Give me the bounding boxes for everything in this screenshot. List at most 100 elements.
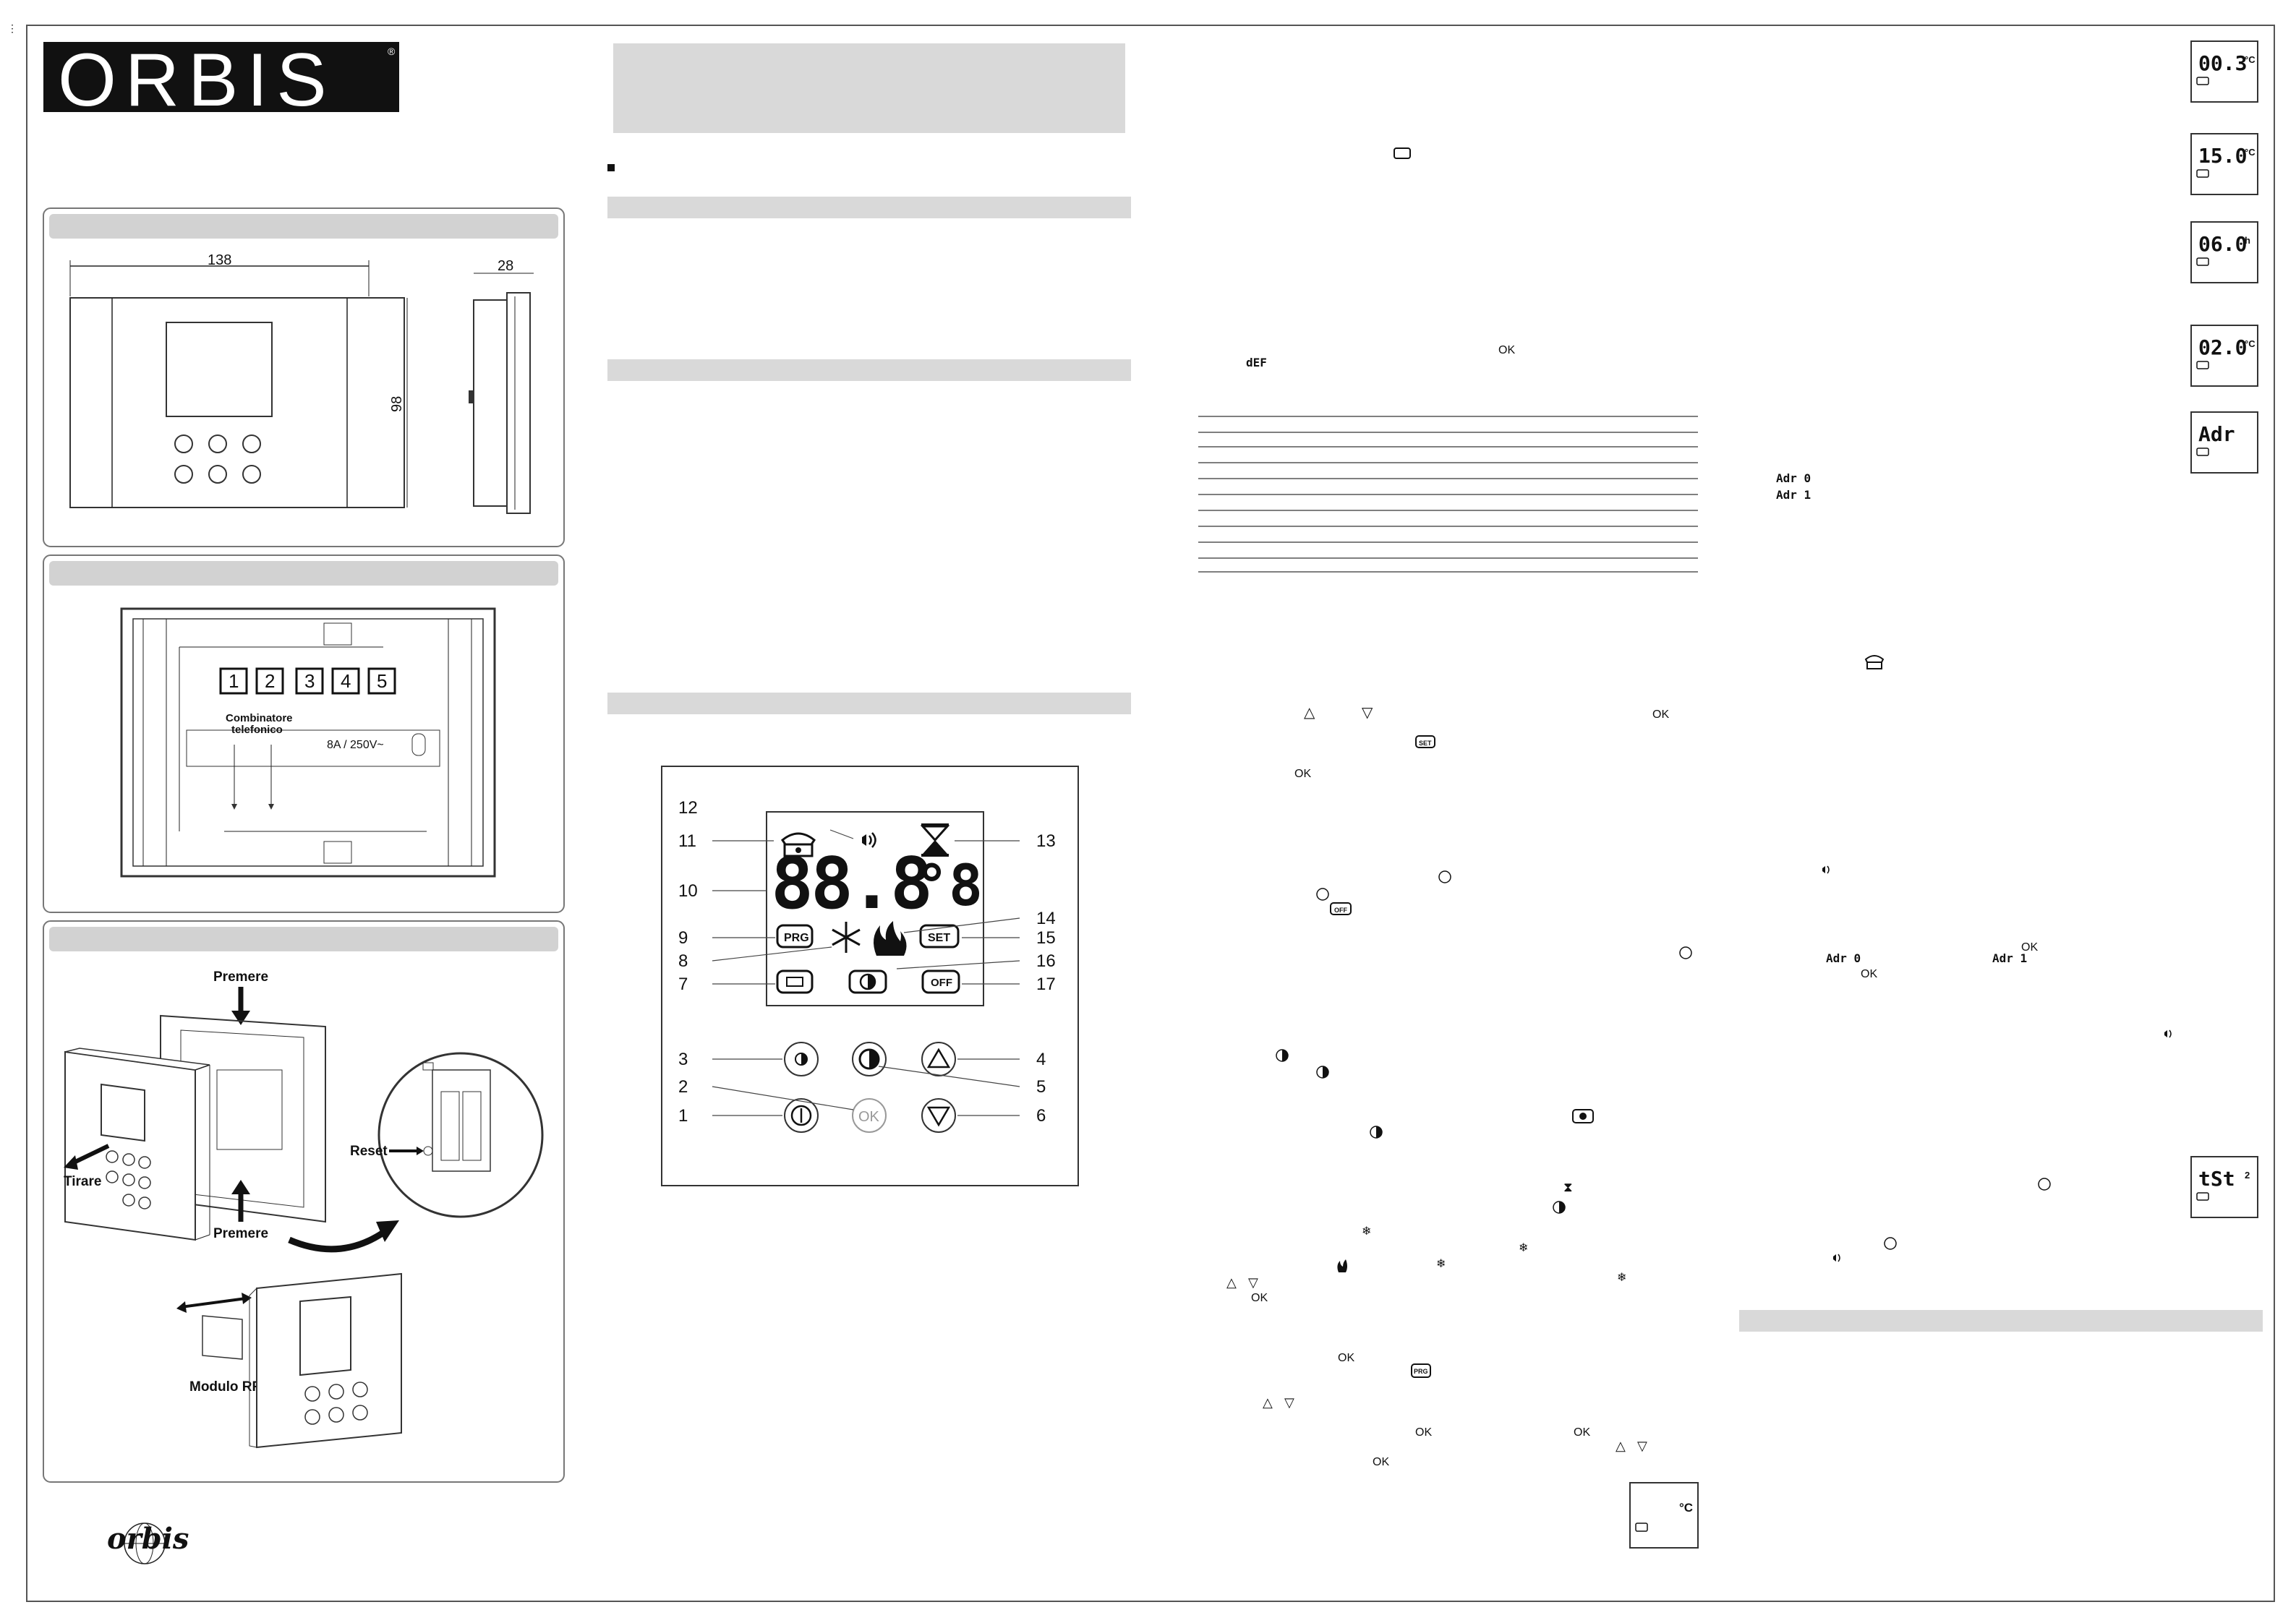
svg-text:PRG: PRG xyxy=(784,932,809,944)
snowflake-small-icon: ❄ xyxy=(1617,1272,1626,1284)
svg-text:SET: SET xyxy=(928,932,950,944)
power-icon xyxy=(1316,888,1329,901)
svg-text:OK: OK xyxy=(1652,708,1669,721)
svg-text:®: ® xyxy=(388,46,396,57)
callout-14: 14 xyxy=(1036,909,1056,928)
off-icon xyxy=(921,969,960,994)
night-icon xyxy=(848,969,887,994)
figure-installation: Premere Tirare Premere Reset xyxy=(43,920,565,1483)
figure-dimensions: 138 98 28 xyxy=(43,207,565,547)
power-button-icon xyxy=(784,1098,819,1133)
svg-text:OK: OK xyxy=(2021,941,2038,954)
snowflake-small-icon: ❄ xyxy=(1436,1258,1446,1270)
section-bar-1 xyxy=(607,197,1131,218)
svg-text:PRG: PRG xyxy=(1414,1368,1428,1375)
svg-text:00.3: 00.3 xyxy=(2198,51,2247,75)
svg-text:▽: ▽ xyxy=(1362,705,1373,721)
svg-text:Adr 0: Adr 0 xyxy=(1776,471,1811,485)
keypad-button-icon xyxy=(122,1194,135,1207)
power-icon xyxy=(2038,1178,2051,1191)
keypad-button-icon xyxy=(138,1196,151,1209)
keypad-button-icon xyxy=(106,1170,119,1183)
battery-icon xyxy=(1394,147,1411,159)
terminal-4 xyxy=(331,667,360,695)
moon-small-icon xyxy=(1370,1126,1383,1139)
svg-text:°C: °C xyxy=(2245,338,2256,349)
svg-text:Adr 0: Adr 0 xyxy=(1826,951,1861,965)
callout-6: 6 xyxy=(1036,1106,1046,1126)
keypad-button-icon xyxy=(106,1150,119,1163)
svg-text:8A / 250V~: 8A / 250V~ xyxy=(327,739,384,751)
svg-text:06.0: 06.0 xyxy=(2198,232,2247,256)
svg-text:SET: SET xyxy=(1419,740,1432,747)
comfort-button-icon xyxy=(784,1042,819,1076)
svg-text:Modulo RF: Modulo RF xyxy=(189,1379,260,1395)
terminal-label: 3 xyxy=(304,670,315,692)
hourglass-small-icon: ⧗ xyxy=(1563,1180,1573,1194)
svg-text:2: 2 xyxy=(2245,1170,2250,1181)
svg-text:▽: ▽ xyxy=(1248,1275,1258,1290)
flame-icon xyxy=(874,921,907,956)
svg-text:ORBIS: ORBIS xyxy=(58,38,336,122)
control-panel-diagram: 88.8 °8 PRG SET OFF xyxy=(661,766,1079,1186)
svg-text:OK: OK xyxy=(1294,768,1311,780)
orbis-footer-logo: orbis xyxy=(107,1522,189,1564)
terminal-1 xyxy=(219,667,248,695)
column-4: Adr 0 Adr 1 OK Adr 0 Adr 1 OK xyxy=(1739,471,2263,1332)
section-bar-2 xyxy=(607,359,1131,381)
callout-7: 7 xyxy=(678,975,688,994)
keypad-button-icon xyxy=(304,1386,320,1402)
svg-text:△: △ xyxy=(1226,1275,1237,1290)
keypad-button-icon xyxy=(122,1173,135,1186)
snowflake-icon xyxy=(832,922,861,953)
lcd-mini-display: 00.3°C xyxy=(2190,40,2258,103)
battery-icon xyxy=(776,969,814,994)
keypad-button-icon xyxy=(304,1409,320,1425)
power-icon xyxy=(1438,870,1451,883)
svg-text:OK: OK xyxy=(858,1109,880,1125)
svg-text:Premere: Premere xyxy=(213,1226,268,1241)
moon-small-icon xyxy=(1553,1201,1566,1214)
section-bar-3 xyxy=(607,693,1131,714)
callout-10: 10 xyxy=(678,881,698,901)
svg-text:OK: OK xyxy=(1498,344,1515,356)
svg-text:°C: °C xyxy=(2245,54,2256,65)
svg-text:tSt: tSt xyxy=(2198,1167,2235,1191)
lcd-mini-display: tSt 2 xyxy=(2190,1156,2258,1218)
svg-text:△: △ xyxy=(1263,1395,1273,1410)
keypad-button-icon xyxy=(174,434,193,453)
svg-text:OK: OK xyxy=(1251,1292,1268,1304)
radio-signal-icon xyxy=(862,832,876,848)
callout-4: 4 xyxy=(1036,1050,1046,1069)
bullet-square xyxy=(607,164,615,171)
lcd-mini-display: Adr xyxy=(2190,411,2258,474)
svg-text:Adr 1: Adr 1 xyxy=(1776,488,1811,502)
keypad-button-icon xyxy=(138,1156,151,1169)
moon-button-icon xyxy=(852,1042,887,1076)
svg-text:OK: OK xyxy=(1415,1426,1432,1439)
svg-text:Tirare: Tirare xyxy=(64,1174,101,1189)
phone-icon xyxy=(780,832,816,857)
orbis-logo: ORBIS ® xyxy=(43,38,399,122)
svg-text:orbis: orbis xyxy=(107,1522,189,1556)
svg-text:dEF: dEF xyxy=(1246,356,1267,369)
snowflake-small-icon: ❄ xyxy=(1519,1242,1528,1254)
callout-5: 5 xyxy=(1036,1077,1046,1097)
svg-text:Premere: Premere xyxy=(213,969,268,985)
callout-15: 15 xyxy=(1036,928,1056,948)
radio-signal-small-icon xyxy=(1833,1254,1840,1262)
svg-text:02.0: 02.0 xyxy=(2198,335,2247,359)
callout-2: 2 xyxy=(678,1077,688,1097)
svg-text:telefonico: telefonico xyxy=(231,724,283,736)
svg-text:h: h xyxy=(2245,235,2250,246)
svg-text:OK: OK xyxy=(1373,1456,1389,1468)
svg-text:°C: °C xyxy=(1679,1501,1693,1515)
callout-17: 17 xyxy=(1036,975,1056,994)
terminal-5 xyxy=(367,667,396,695)
moon-small-icon xyxy=(1316,1066,1329,1079)
callout-11: 11 xyxy=(678,831,696,851)
snowflake-small-icon: ❄ xyxy=(1362,1225,1371,1238)
up-button-icon xyxy=(921,1042,956,1076)
